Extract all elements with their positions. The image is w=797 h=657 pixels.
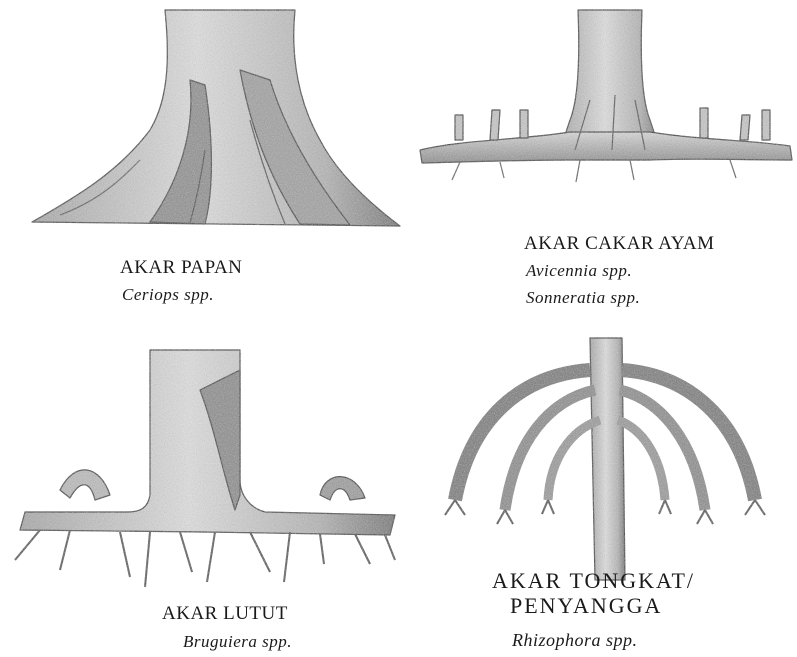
panel-title: AKAR CAKAR AYAM [524,232,715,256]
species-name: Rhizophora spp. [512,628,638,652]
species-name: Bruguiera spp. [183,630,292,654]
panel-akar-tongkat: AKAR TONGKAT/ PENYANGGA Rhizophora spp. [400,330,797,657]
panel-title: AKAR TONGKAT/ [492,568,695,594]
panel-title: AKAR LUTUT [162,602,288,626]
buttress-root-illustration [0,0,400,240]
panel-title-line2: PENYANGGA [510,593,662,619]
stilt-root-illustration [400,330,797,580]
panel-akar-lutut: AKAR LUTUT Bruguiera spp. [0,330,400,657]
panel-akar-cakar-ayam: AKAR CAKAR AYAM Avicennia spp. Sonnerati… [400,0,797,330]
species-name: Avicennia spp. [526,259,632,283]
pneumatophore-root-illustration [400,0,797,200]
panel-akar-papan: AKAR PAPAN Ceriops spp. [0,0,400,330]
panel-title: AKAR PAPAN [120,256,242,280]
species-name: Ceriops spp. [122,283,214,307]
species-name: Sonneratia spp. [526,286,640,310]
knee-root-illustration [0,330,400,600]
